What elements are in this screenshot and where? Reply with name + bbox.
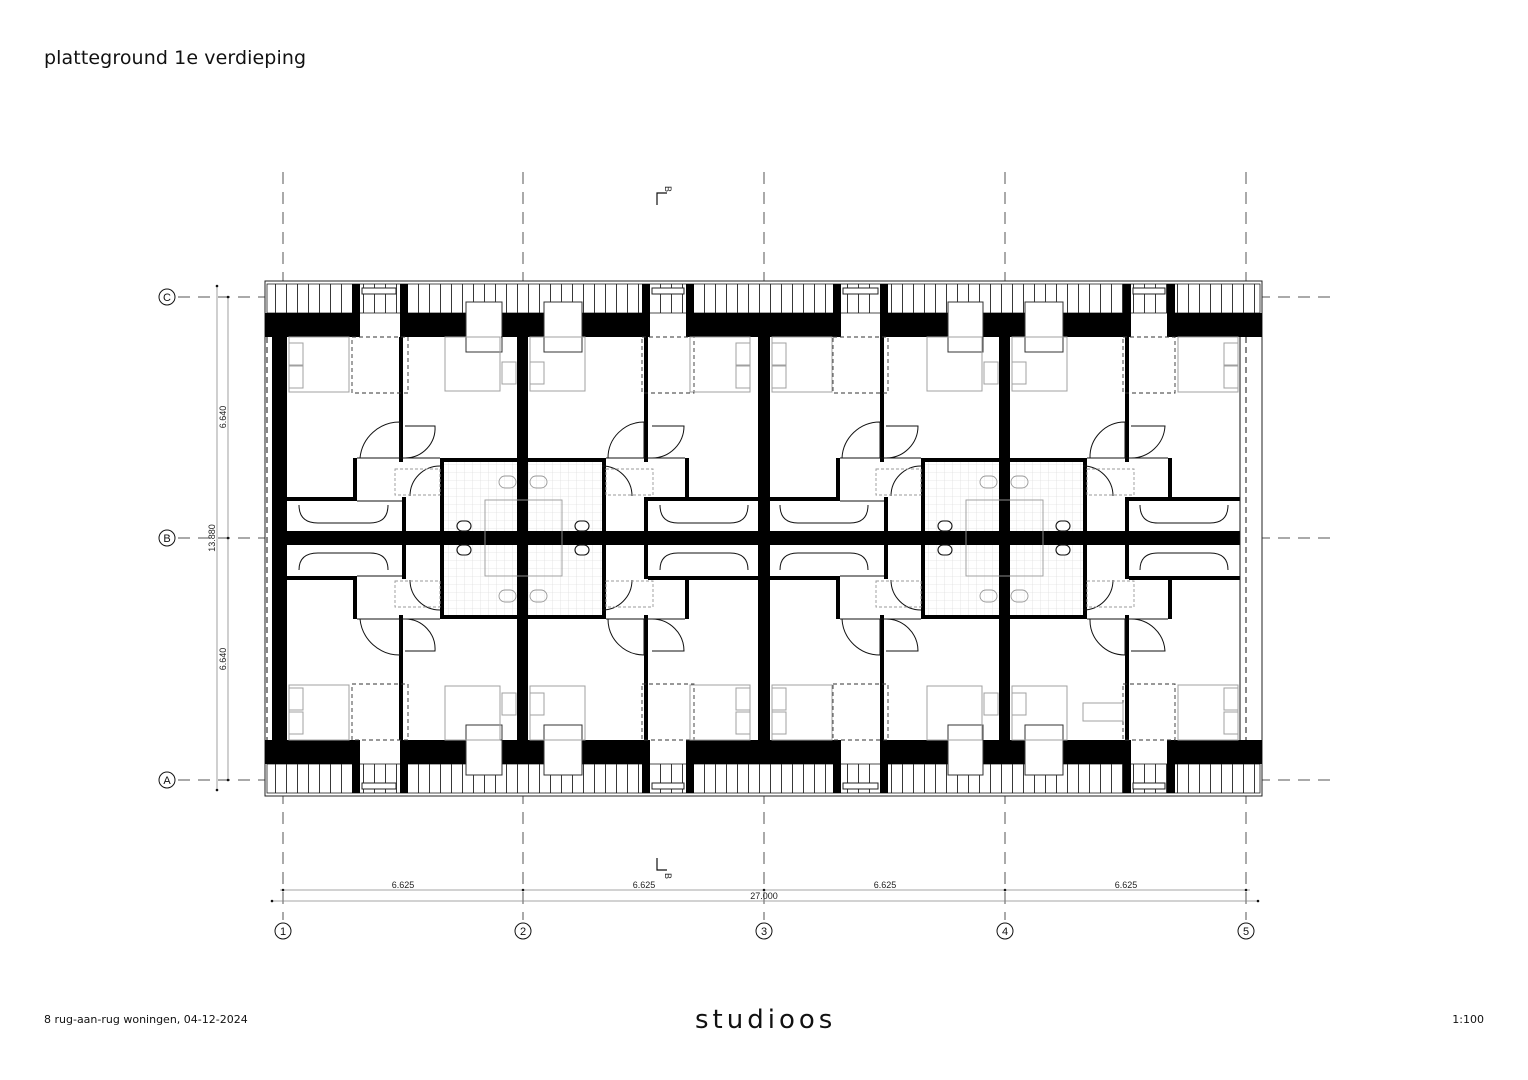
- dim-depth-lower: 6.640: [218, 648, 228, 671]
- dormer-dashes: [351, 336, 1176, 741]
- dim-bay-4: 6.625: [1115, 880, 1138, 890]
- page-title: platteground 1e verdieping: [44, 47, 307, 69]
- dim-bay-2: 6.625: [633, 880, 656, 890]
- building: [264, 280, 1263, 797]
- scale-label: 1:100: [1452, 1013, 1484, 1026]
- project-caption: 8 rug-aan-rug woningen, 04-12-2024: [44, 1013, 248, 1026]
- grid-label-a: A: [163, 775, 171, 787]
- grid-label-3: 3: [761, 926, 767, 938]
- grid-label-4: 4: [1002, 926, 1008, 938]
- storage-dashed: [394, 468, 1135, 608]
- stairs: [298, 504, 1229, 571]
- stair-windows: [361, 287, 1166, 790]
- dim-total-depth: 13.880: [207, 524, 217, 552]
- svg-text:B: B: [663, 873, 673, 879]
- dim-depth-upper: 6.640: [218, 406, 228, 429]
- dim-bay-3: 6.625: [874, 880, 897, 890]
- grid-label-5: 5: [1243, 926, 1249, 938]
- grid-label-b: B: [163, 533, 170, 545]
- grid-label-2: 2: [520, 926, 526, 938]
- section-marker-bottom: B: [656, 858, 673, 879]
- doors: [359, 421, 1166, 656]
- sinks: [456, 520, 1071, 556]
- dormers: [465, 301, 1064, 776]
- grid-labels: C B A 1 2 3 4 5: [163, 292, 1249, 938]
- toilets-showers: [484, 475, 1044, 603]
- dim-total-width: 27.000: [750, 891, 778, 901]
- grid-label-c: C: [163, 292, 171, 304]
- svg-text:B: B: [663, 186, 673, 192]
- facade-bottom: [266, 763, 1261, 794]
- facade-top: [266, 283, 1261, 314]
- beds: [288, 336, 1239, 741]
- grid-bubbles: [158, 288, 1255, 940]
- grid-label-1: 1: [280, 926, 286, 938]
- dim-bay-1: 6.625: [392, 880, 415, 890]
- section-marker-top: B: [656, 186, 673, 205]
- walls: [265, 284, 1262, 793]
- brand-logo: studioos: [695, 1005, 837, 1035]
